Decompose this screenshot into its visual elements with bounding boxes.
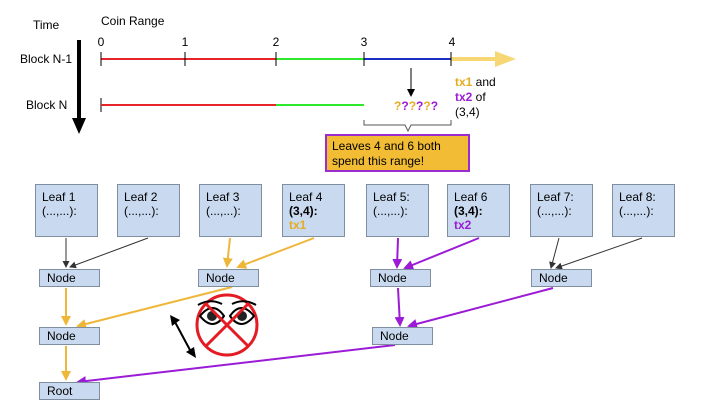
- note-of: of: [472, 90, 486, 104]
- node-level1-d: Node: [531, 269, 592, 287]
- leaf-8: Leaf 8: (...,...):: [612, 184, 675, 237]
- tx1-label: tx1: [455, 75, 473, 89]
- leaf-3: Leaf 3 (...,...):: [199, 184, 262, 237]
- tick-label: 1: [181, 35, 189, 49]
- leaf-tx: tx1: [289, 218, 307, 232]
- note-range: (3,4): [455, 105, 480, 119]
- leaf-name: Leaf 2: [124, 190, 158, 204]
- tick-label: 0: [97, 35, 105, 49]
- node-level1-b: Node: [198, 269, 259, 287]
- block-n-range: [100, 98, 364, 112]
- leaf-6: Leaf 6 (3,4): tx2: [447, 184, 510, 237]
- leaf-range: (...,...):: [373, 204, 408, 218]
- callout-box: Leaves 4 and 6 both spend this range!: [325, 134, 470, 172]
- leaf-range: (...,...):: [206, 204, 241, 218]
- node-level1-c: Node: [370, 269, 431, 287]
- question-mark: ?: [430, 99, 439, 113]
- no-peeking-icon: [195, 293, 259, 357]
- node-level1-a: Node: [39, 269, 100, 287]
- leaf-tx: tx2: [454, 218, 472, 232]
- time-label: Time: [33, 18, 60, 32]
- leaf-name: Leaf 4: [289, 190, 323, 204]
- tx-note: tx1 and tx2 of (3,4): [455, 75, 496, 120]
- coin-range-label: Coin Range: [101, 14, 165, 28]
- leaf-name: Leaf 1: [42, 190, 76, 204]
- question-mark: ?: [408, 99, 417, 113]
- leaf-name: Leaf 7:: [537, 190, 574, 204]
- block-n-minus-1-range: [100, 51, 516, 67]
- question-mark: ?: [423, 99, 431, 113]
- unknown-range: ??????: [394, 99, 438, 113]
- block-n-minus-1-label: Block N-1: [20, 52, 73, 66]
- leaf-range: (...,...):: [124, 204, 159, 218]
- time-arrow: [72, 40, 86, 134]
- question-mark: ?: [416, 99, 424, 113]
- leaf-4: Leaf 4 (3,4): tx1: [282, 184, 345, 237]
- leaf-range: (3,4):: [454, 204, 483, 218]
- tick-label: 2: [272, 35, 280, 49]
- leaf-name: Leaf 8:: [619, 190, 656, 204]
- root-node: Root: [39, 382, 100, 400]
- leaf-1: Leaf 1 (...,...):: [35, 184, 98, 237]
- leaf-name: Leaf 3: [206, 190, 240, 204]
- leaf-range: (3,4):: [289, 204, 318, 218]
- range-brace: [363, 120, 452, 133]
- leaf-5: Leaf 5: (...,...):: [366, 184, 429, 237]
- question-mark: ?: [401, 99, 409, 113]
- tx2-path: [76, 237, 554, 387]
- leaf-range: (...,...):: [42, 204, 77, 218]
- leaf-range: (...,...):: [537, 204, 572, 218]
- question-mark: ?: [394, 99, 402, 113]
- block-n-label: Block N: [26, 98, 68, 112]
- leaf-2: Leaf 2 (...,...):: [117, 184, 180, 237]
- leaf-name: Leaf 5:: [373, 190, 410, 204]
- note-and: and: [472, 75, 496, 89]
- gray-connectors: [62, 237, 643, 270]
- tick-label: 4: [448, 35, 456, 49]
- leaf-name: Leaf 6: [454, 190, 488, 204]
- leaf-range: (...,...):: [619, 204, 654, 218]
- double-arrow-icon: [170, 315, 196, 358]
- node-level2-b: Node: [372, 327, 433, 345]
- tx2-label: tx2: [455, 90, 473, 104]
- tx1-path: [61, 237, 315, 381]
- tick-label: 3: [360, 35, 368, 49]
- node-level2-a: Node: [39, 327, 100, 345]
- leaf-7: Leaf 7: (...,...):: [530, 184, 593, 237]
